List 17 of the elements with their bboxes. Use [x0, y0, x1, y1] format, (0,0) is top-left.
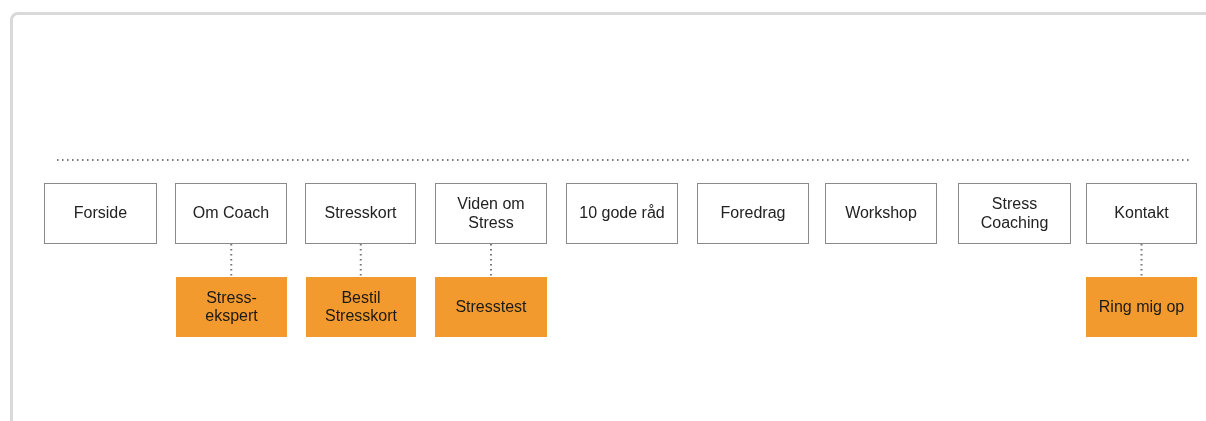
- menu-box: 10 gode råd: [566, 183, 678, 244]
- dotted-connector: [230, 243, 233, 278]
- submenu-box: Bestil Stresskort: [306, 277, 416, 337]
- menu-box: Kontakt: [1086, 183, 1197, 244]
- menu-box: Om Coach: [175, 183, 287, 244]
- menu-box: Viden om Stress: [435, 183, 547, 244]
- menu-box: Forside: [44, 183, 157, 244]
- menu-box: Stress Coaching: [958, 183, 1071, 244]
- submenu-box: Stresstest: [435, 277, 547, 337]
- dotted-connector: [490, 243, 492, 278]
- dotted-connector: [1140, 243, 1143, 278]
- submenu-box: Stress-ekspert: [176, 277, 287, 337]
- menu-box: Workshop: [825, 183, 937, 244]
- dotted-connector: [359, 243, 362, 278]
- menu-box: Stresskort: [305, 183, 416, 244]
- menu-box: Foredrag: [697, 183, 809, 244]
- submenu-box: Ring mig op: [1086, 277, 1197, 337]
